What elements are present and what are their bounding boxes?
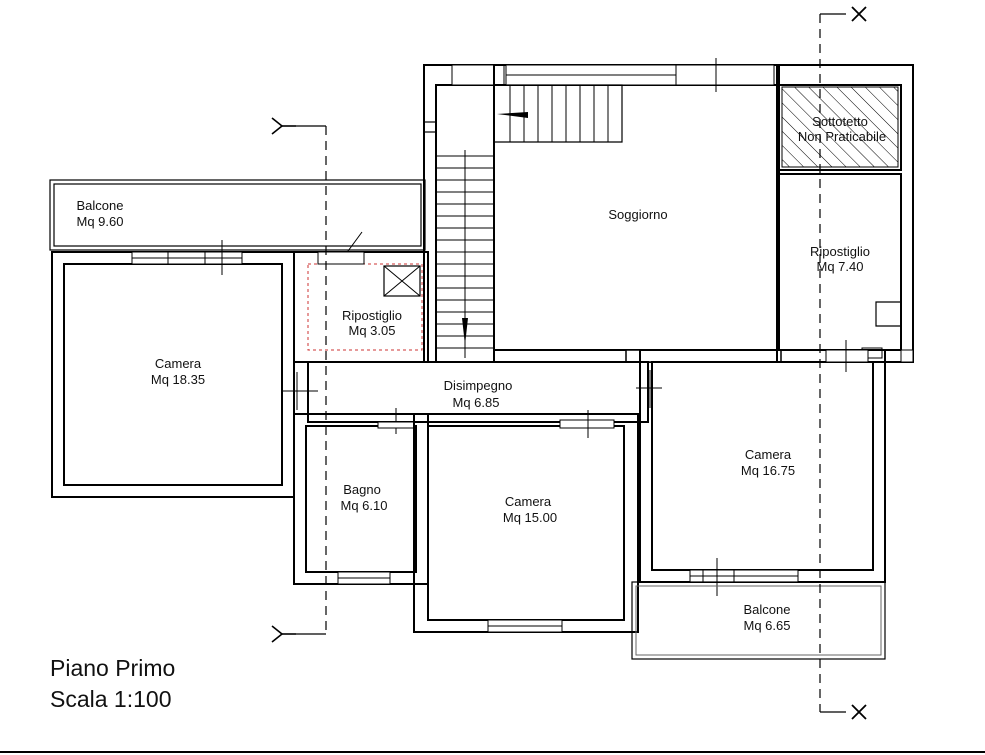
- label-balcone-sud-name: Balcone: [744, 602, 791, 617]
- label-camera-centro-name: Camera: [505, 494, 552, 509]
- label-ripostiglio-piccolo-area: Mq 3.05: [349, 323, 396, 338]
- label-balcone-sud-area: Mq 6.65: [744, 618, 791, 633]
- section-line-y: [271, 117, 327, 643]
- label-disimpegno-area: Mq 6.85: [453, 395, 500, 410]
- plan-title: Piano Primo: [50, 655, 175, 681]
- label-ripostiglio-est-area: Mq 7.40: [817, 259, 864, 274]
- label-sottotetto-name: Sottotetto: [812, 114, 868, 129]
- label-bagno-name: Bagno: [343, 482, 381, 497]
- label-soggiorno-name: Soggiorno: [608, 207, 667, 222]
- label-camera-ovest-name: Camera: [155, 356, 202, 371]
- disimpegno-walls: [282, 361, 662, 423]
- label-ripostiglio-piccolo-name: Ripostiglio: [342, 308, 402, 323]
- soggiorno-walls: [462, 58, 782, 363]
- label-bagno-area: Mq 6.10: [341, 498, 388, 513]
- label-camera-ovest-area: Mq 18.35: [151, 372, 205, 387]
- plan-scale: Scala 1:100: [50, 686, 171, 712]
- label-sottotetto-note: Non Praticabile: [798, 129, 886, 144]
- label-balcone-ovest-name: Balcone: [77, 198, 124, 213]
- east-block-walls: [776, 64, 914, 363]
- ripostiglio-piccolo-walls: [293, 231, 429, 363]
- balcone-sud: [631, 581, 886, 660]
- label-camera-est-name: Camera: [745, 447, 792, 462]
- label-camera-est-area: Mq 16.75: [741, 463, 795, 478]
- label-ripostiglio-est-name: Ripostiglio: [810, 244, 870, 259]
- label-camera-centro-area: Mq 15.00: [503, 510, 557, 525]
- section-line-x: [819, 6, 867, 720]
- staircase: [423, 64, 505, 363]
- bagno-walls: [293, 408, 429, 585]
- camera-ovest-walls: [51, 240, 295, 498]
- label-balcone-ovest-area: Mq 9.60: [77, 214, 124, 229]
- label-disimpegno-name: Disimpegno: [444, 378, 513, 393]
- camera-centro-walls: [413, 410, 639, 633]
